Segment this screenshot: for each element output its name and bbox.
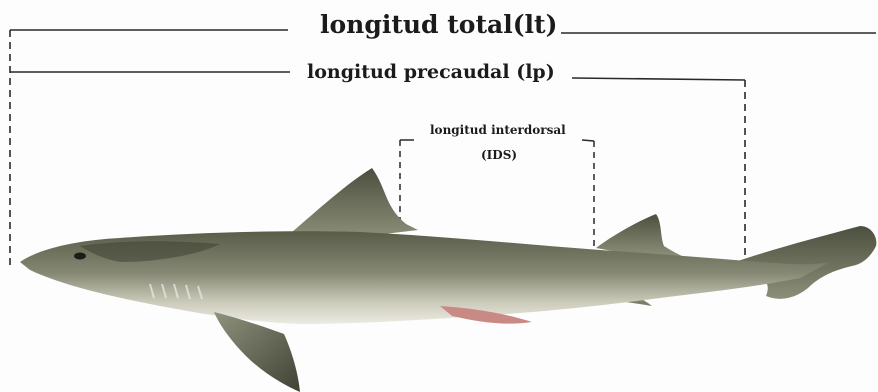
first-dorsal-fin [292,168,418,238]
precaudal-length-line-right [572,78,745,80]
interdorsal-line-right [582,140,594,141]
interdorsal-length-label: longitud interdorsal [428,124,568,136]
interdorsal-abbrev-label: (IDS) [479,149,519,161]
shark-illustration [20,168,876,392]
total-length-label: longitud total(lt) [316,12,561,37]
precaudal-length-label: longitud precaudal (lp) [304,63,558,82]
pectoral-fin [214,312,300,392]
shark-eye [74,253,86,260]
second-dorsal-fin [596,214,682,256]
